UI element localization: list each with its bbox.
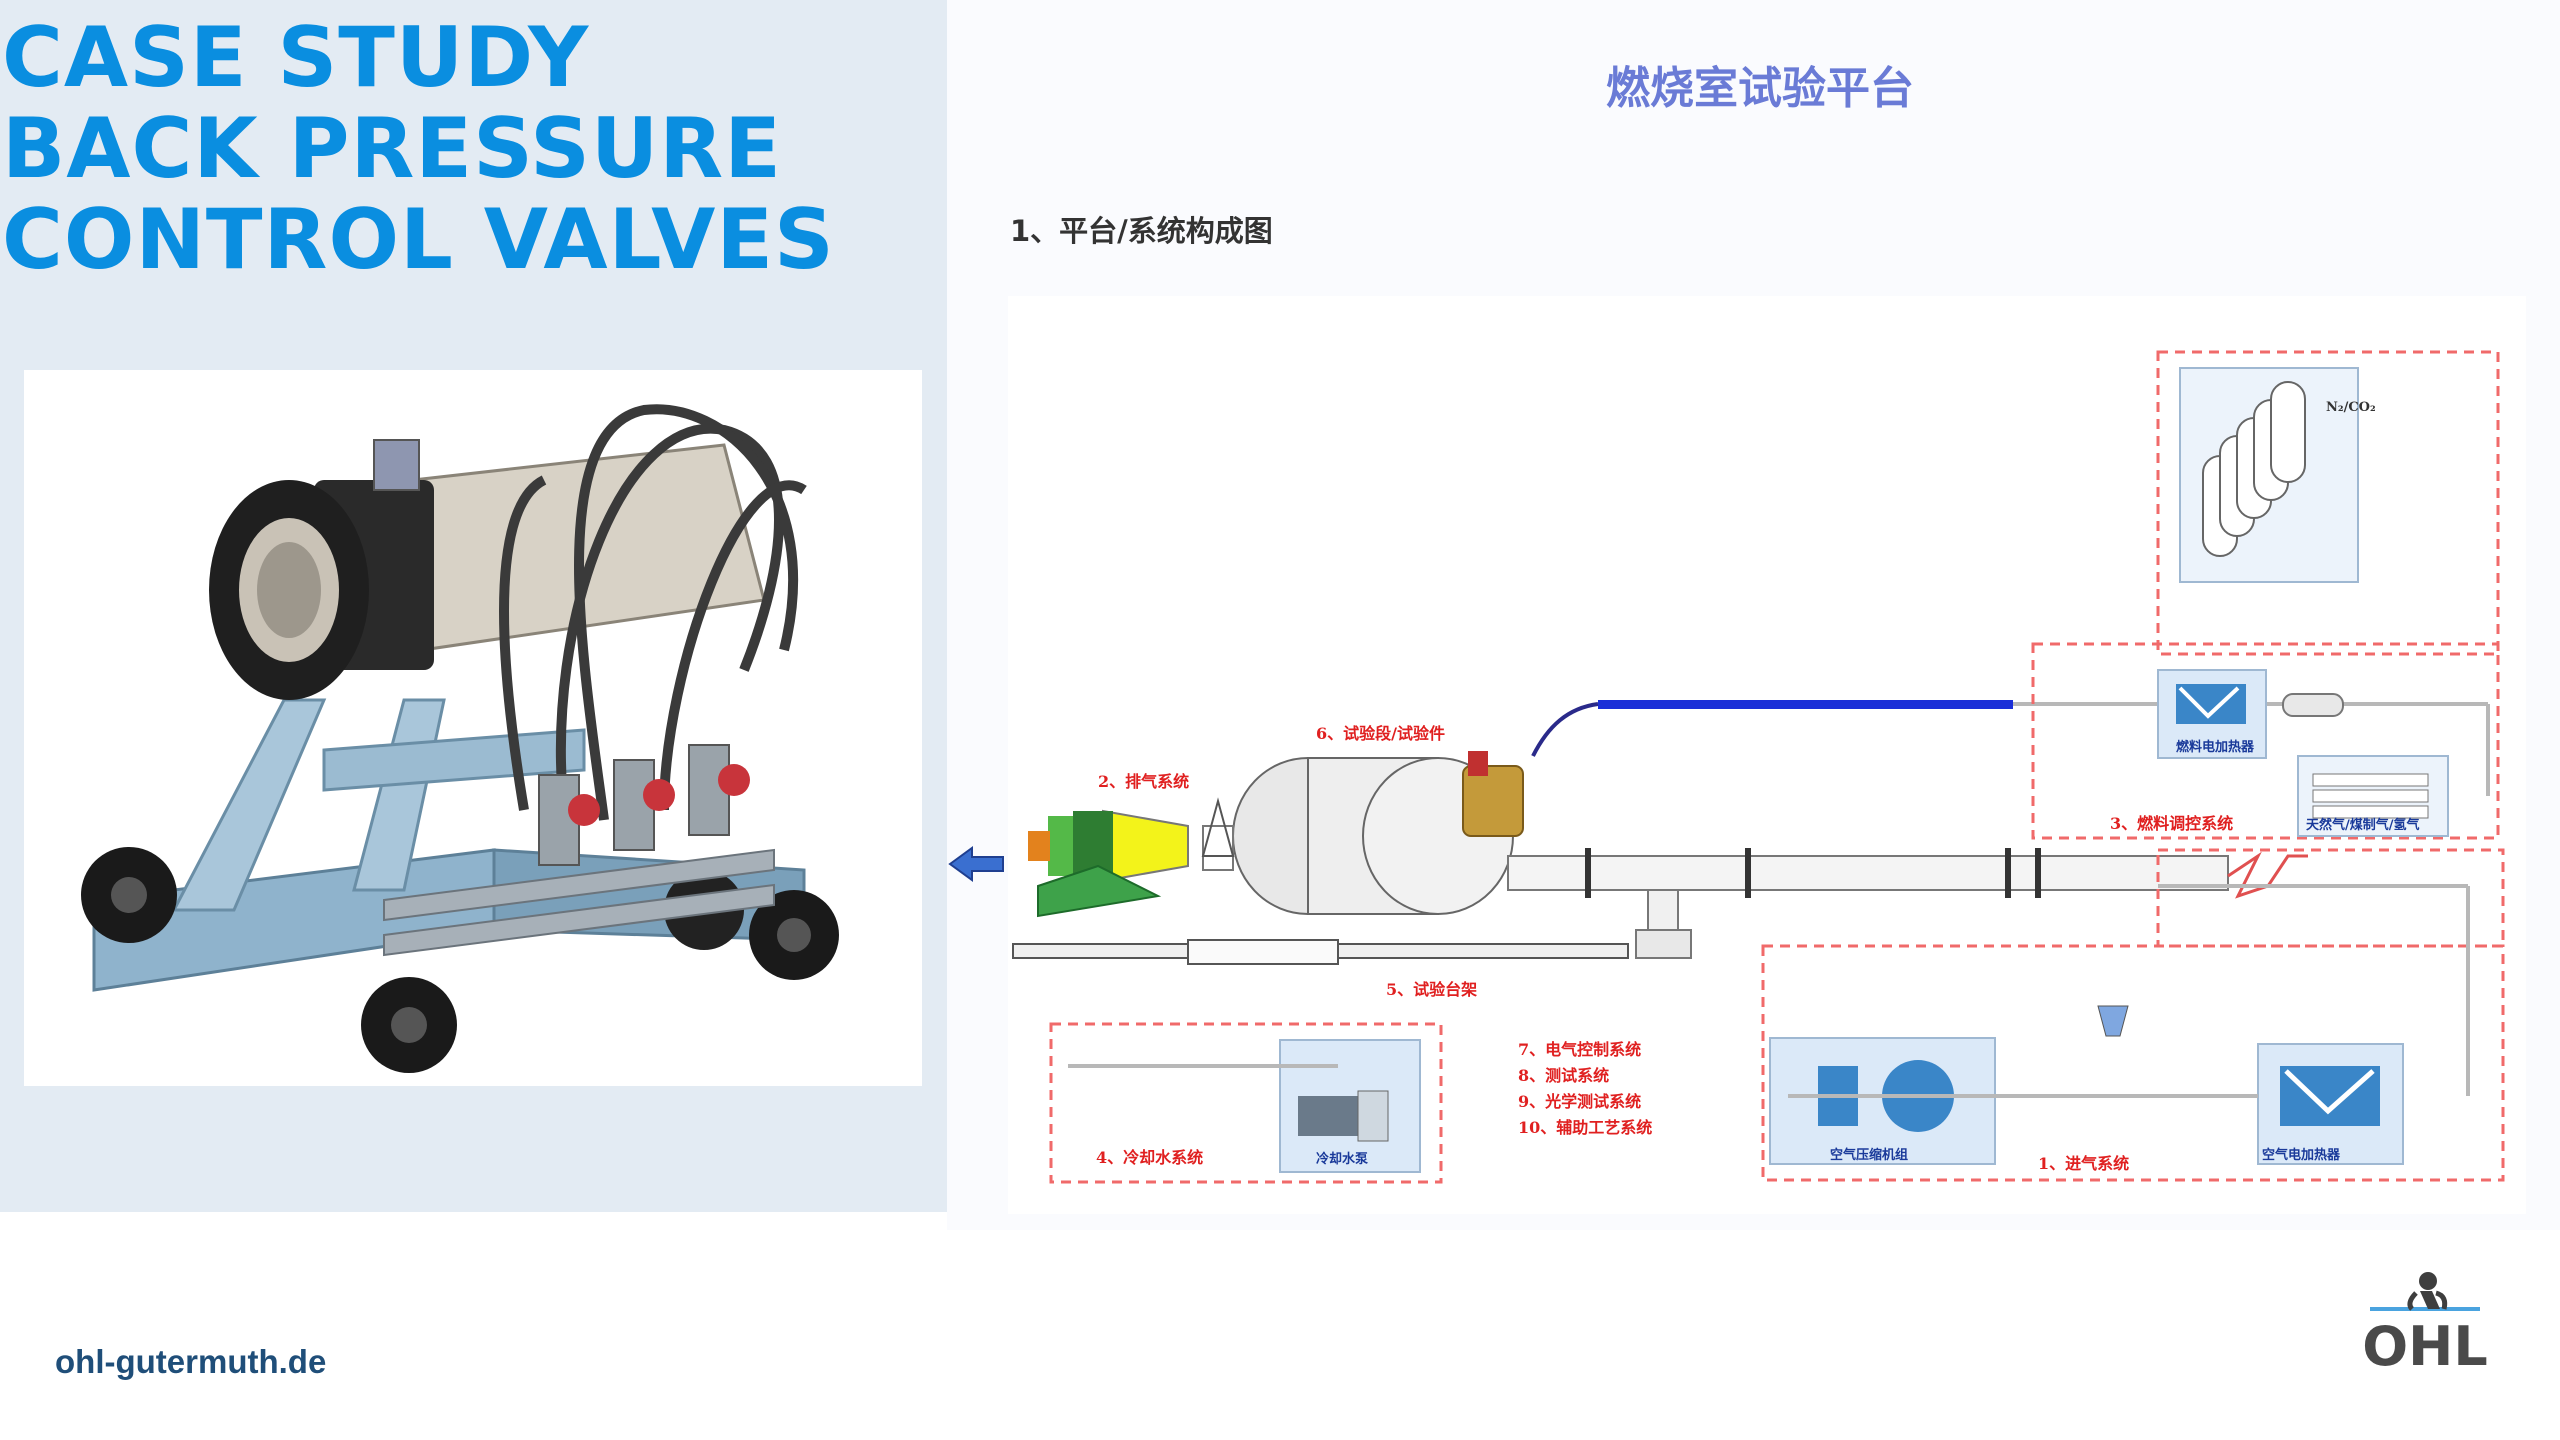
label-testing-system: 8、测试系统 xyxy=(1518,1066,1610,1085)
system-diagram-subtitle: 1、平台/系统构成图 xyxy=(1010,214,1273,248)
label-cooling-system: 4、冷却水系统 xyxy=(1096,1148,1204,1167)
valve-rig-illustration xyxy=(81,404,839,1073)
label-test-rig: 5、试验台架 xyxy=(1386,980,1478,999)
label-fuel-heater: 燃料电加热器 xyxy=(2176,740,2255,755)
title-line-2: BACK PRESSURE xyxy=(2,100,782,197)
left-panel: CASE STUDY BACK PRESSURE CONTROL VALVES xyxy=(0,0,947,1212)
label-optical-system: 9、光学测试系统 xyxy=(1518,1092,1642,1111)
system-diagram-drawing xyxy=(1012,350,2505,1184)
label-intake-system: 1、进气系统 xyxy=(2038,1154,2130,1173)
case-study-title: CASE STUDY BACK PRESSURE CONTROL VALVES xyxy=(2,12,835,285)
valve-rig-render xyxy=(24,370,922,1086)
system-diagram: 2、排气系统 6、试验段/试验件 3、燃料调控系统 5、试验台架 4、冷却水系统… xyxy=(1008,296,2526,1214)
label-n2co2: N₂/CO₂ xyxy=(2326,400,2376,415)
title-line-1: CASE STUDY xyxy=(2,9,590,106)
label-auxiliary-system: 10、辅助工艺系统 xyxy=(1518,1118,1653,1137)
ohl-logo-icon: OHL xyxy=(2362,1272,2488,1375)
footer-url: ohl-gutermuth.de xyxy=(55,1343,327,1380)
logo-text: OHL xyxy=(2362,1315,2488,1375)
label-cooling-pump: 冷却水泵 xyxy=(1316,1152,1369,1167)
arrow-left-icon xyxy=(948,846,1004,882)
label-exhaust-system: 2、排气系统 xyxy=(1098,772,1190,791)
label-electrical-system: 7、电气控制系统 xyxy=(1518,1040,1642,1059)
label-fuel-system: 3、燃料调控系统 xyxy=(2110,814,2234,833)
label-air-heater: 空气电加热器 xyxy=(2262,1148,2341,1163)
label-gas-types: 天然气/煤制气/氢气 xyxy=(2306,818,2420,833)
combustion-platform-title: 燃烧室试验平台 xyxy=(1606,63,1914,114)
title-line-3: CONTROL VALVES xyxy=(2,191,835,288)
label-air-compressor: 空气压缩机组 xyxy=(1830,1148,1909,1163)
label-test-section: 6、试验段/试验件 xyxy=(1316,724,1445,743)
